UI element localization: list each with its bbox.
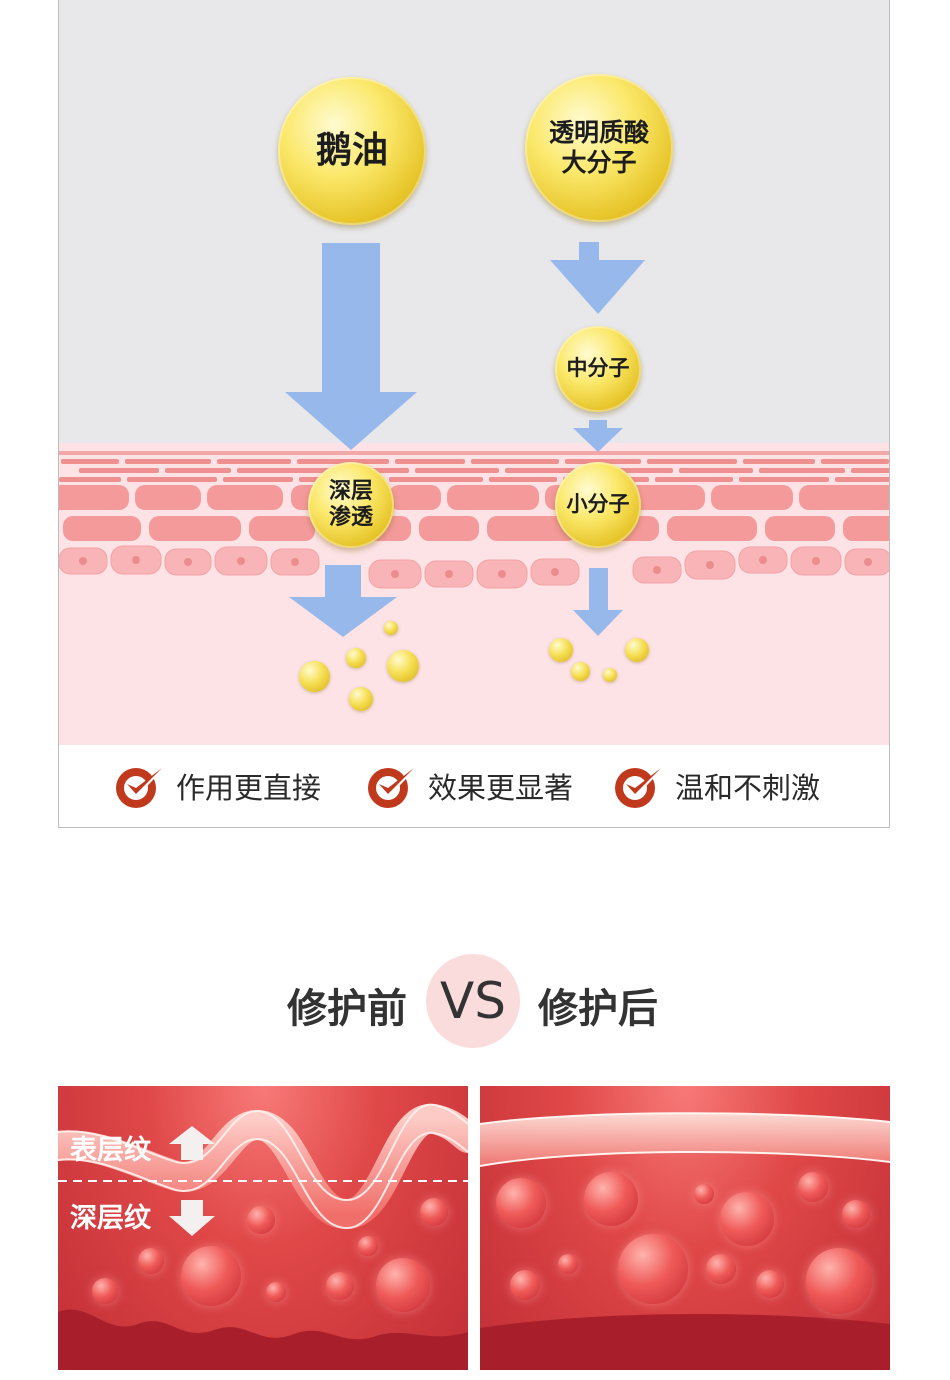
skin-cell (694, 1184, 714, 1204)
skin-cell (806, 1248, 872, 1314)
benefit-item-1: 作用更直接 (114, 758, 321, 814)
after-repair-panel (480, 1086, 890, 1370)
molecule-droplet (603, 668, 617, 682)
skin-cell (266, 1282, 286, 1302)
skin-cell (618, 1234, 688, 1304)
benefit-label: 效果更显著 (428, 771, 574, 805)
goose-oil-label: 鹅油 (315, 130, 388, 172)
down-arrow-icon (169, 1200, 215, 1236)
smooth-skin-illustration (480, 1112, 890, 1370)
vs-label: VS (440, 972, 506, 1030)
skin-cell-pattern (59, 451, 889, 589)
small-molecule-bubble: 小分子 (555, 462, 641, 548)
skin-cell (510, 1270, 540, 1300)
benefit-item-3: 温和不刺激 (613, 758, 820, 814)
skin-cell (842, 1200, 870, 1228)
oil-droplet (349, 687, 373, 711)
vs-badge: VS (426, 954, 520, 1048)
skin-cell (798, 1172, 828, 1202)
arrows-layer (285, 242, 645, 637)
medium-molecule-bubble: 中分子 (555, 326, 641, 412)
large-molecule-label: 大分子 (561, 148, 637, 177)
oil-droplet (346, 648, 366, 668)
up-arrow-icon (169, 1126, 215, 1160)
benefits-bar (59, 745, 889, 827)
after-repair-title: 修护后 (538, 986, 658, 1032)
skin-cell (181, 1246, 241, 1306)
arrow-right-bottom (573, 568, 623, 636)
benefit-item-2: 效果更显著 (366, 758, 573, 814)
skin-cell (247, 1206, 275, 1234)
skin-cell (706, 1254, 736, 1284)
before-repair-panel: 表层纹 深层纹 (58, 1086, 468, 1370)
hyaluronic-acid-label: 透明质酸 (548, 118, 649, 147)
medium-molecule-label: 中分子 (566, 356, 630, 381)
skin-cell (496, 1178, 546, 1228)
oil-droplet (384, 621, 398, 635)
check-badge-icon (368, 766, 418, 808)
skin-cell (92, 1278, 118, 1304)
skin-layers (59, 443, 889, 745)
check-badge-icon (116, 766, 166, 808)
penetration-diagram: 鹅油 透明质酸 大分子 中分子 深层 渗透 小分子 (58, 0, 890, 828)
benefit-label: 作用更直接 (176, 771, 322, 805)
skin-cell (326, 1272, 354, 1300)
skin-cell (584, 1172, 638, 1226)
deep-label: 深层 (328, 478, 373, 504)
skin-cell (420, 1198, 448, 1226)
penetration-label: 渗透 (328, 505, 373, 530)
molecule-droplet (549, 638, 573, 662)
check-badge-icon (615, 766, 665, 808)
oil-droplet (387, 650, 419, 682)
skin-cell (558, 1254, 578, 1274)
skin-cell (358, 1236, 378, 1256)
molecule-droplet (625, 638, 649, 662)
wrinkle-illustration (58, 1103, 468, 1370)
before-repair-title: 修护前 (287, 986, 407, 1032)
arrow-left-bottom (289, 565, 397, 637)
benefit-label: 温和不刺激 (675, 771, 821, 805)
deep-penetration-bubble: 深层 渗透 (308, 462, 394, 548)
arrow-right-top (550, 242, 645, 314)
small-molecule-label: 小分子 (566, 492, 630, 517)
skin-cell (138, 1248, 164, 1274)
surface-lines-label: 表层纹 (70, 1135, 151, 1166)
big-arrow-left (285, 243, 417, 450)
skin-cell (376, 1258, 430, 1312)
oil-droplet (299, 661, 330, 692)
skin-cell (720, 1192, 774, 1246)
arrow-right-mid (573, 420, 623, 452)
goose-oil-bubble: 鹅油 (278, 77, 426, 225)
hyaluronic-acid-bubble: 透明质酸 大分子 (525, 74, 673, 222)
deep-lines-label: 深层纹 (70, 1203, 151, 1234)
skin-cell (756, 1270, 784, 1298)
molecule-droplet (571, 662, 590, 681)
